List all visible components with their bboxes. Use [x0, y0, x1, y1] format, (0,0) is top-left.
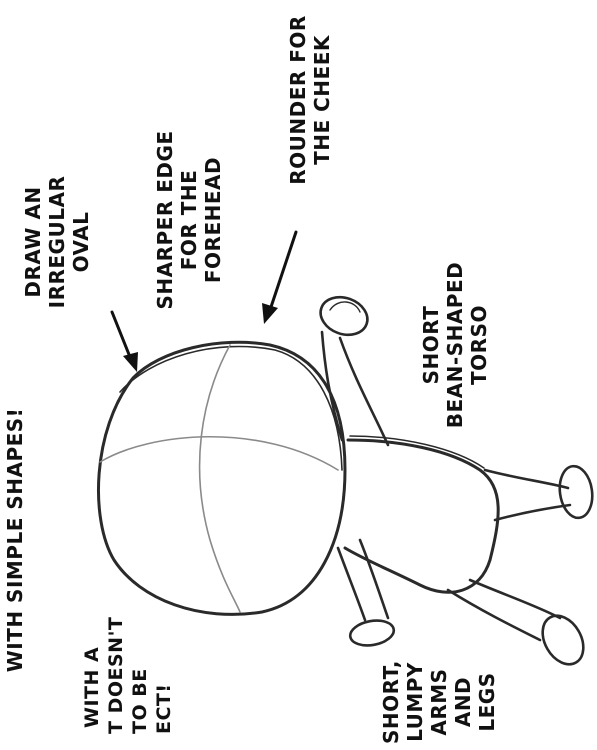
arrow-forehead — [262, 230, 298, 324]
label-draw-oval-line2: IRREGULAR — [45, 176, 69, 309]
leg-lower — [446, 578, 562, 642]
face-guide-vertical — [198, 344, 241, 613]
label-perfect-line2: T DOESN'T — [105, 617, 127, 734]
hand-upper-inner — [329, 301, 361, 313]
label-forehead-line2: FOR THE — [177, 170, 201, 271]
chibi-figure — [97, 295, 594, 666]
label-draw-oval-line1: DRAW AN — [21, 186, 45, 297]
arm-lower — [336, 538, 390, 622]
torso-overstroke — [349, 435, 485, 469]
label-limbs-line3: ARMS — [427, 668, 451, 735]
label-torso-line2: BEAN-SHAPED — [443, 262, 467, 428]
label-perfect-line4: ECT! — [153, 683, 175, 734]
label-draw-oval: DRAW AN IRREGULAR OVAL — [21, 176, 93, 309]
label-cheek-line1: ROUNDER FOR — [286, 15, 310, 185]
label-limbs-line1: SHORT, — [379, 660, 403, 744]
arm-upper — [320, 330, 390, 447]
label-forehead-line3: FOREHEAD — [201, 157, 225, 283]
label-cheek: ROUNDER FOR THE CHEEK — [286, 15, 334, 185]
label-perfect-note: WITH A T DOESN'T TO BE ECT! — [81, 617, 175, 734]
label-limbs-line4: AND — [451, 677, 475, 727]
label-torso-line3: TORSO — [467, 305, 491, 385]
head-oval-overstroke — [119, 345, 343, 471]
label-perfect-line1: WITH A — [81, 647, 103, 728]
label-draw-oval-line3: OVAL — [69, 212, 93, 273]
label-perfect-line3: TO BE — [129, 668, 151, 734]
label-simple-shapes-text: WITH SIMPLE SHAPES! — [3, 408, 27, 673]
head-oval — [97, 340, 347, 616]
label-forehead: SHARPER EDGE FOR THE FOREHEAD — [153, 130, 225, 309]
arrow-oval — [110, 310, 138, 372]
label-limbs-line5: LEGS — [475, 672, 499, 731]
hand-upper — [319, 295, 369, 337]
label-forehead-line1: SHARPER EDGE — [153, 130, 177, 309]
label-cheek-line2: THE CHEEK — [310, 34, 334, 165]
foot-right — [558, 464, 594, 520]
label-limbs: SHORT, LUMPY ARMS AND LEGS — [379, 660, 499, 744]
label-torso-line1: SHORT — [419, 306, 443, 385]
face-guide-horizontal — [99, 436, 339, 471]
foot-lower — [541, 614, 585, 666]
label-simple-shapes: WITH SIMPLE SHAPES! — [3, 408, 27, 673]
hand-lower — [348, 619, 396, 647]
label-torso: SHORT BEAN-SHAPED TORSO — [419, 262, 491, 428]
label-limbs-line2: LUMPY — [403, 662, 427, 742]
torso-bean — [343, 438, 500, 594]
